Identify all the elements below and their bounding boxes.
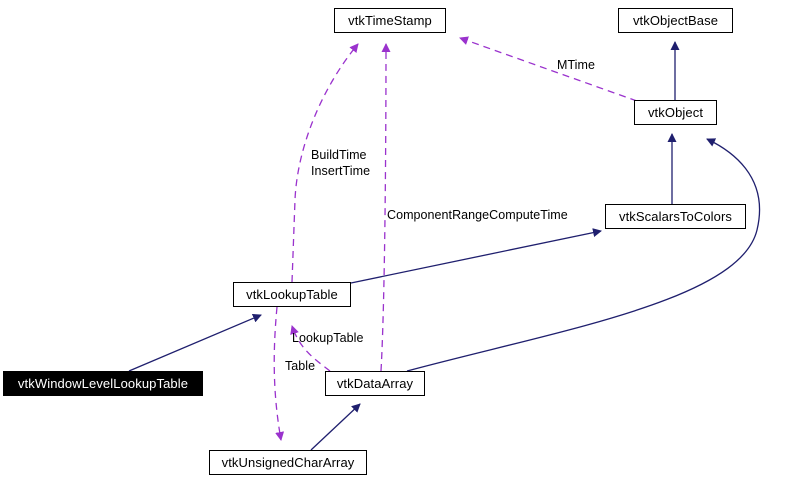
edge-usage-buildtime-inserttime: [291, 43, 359, 283]
edge-label-buildtime: BuildTime: [311, 148, 367, 162]
node-vtklookuptable[interactable]: vtkLookupTable: [233, 282, 351, 307]
node-vtkwindowlevellookuptable[interactable]: vtkWindowLevelLookupTable: [3, 371, 203, 396]
node-vtktimestamp[interactable]: vtkTimeStamp: [334, 8, 446, 33]
edge-dataarray-to-object: [406, 138, 761, 372]
edge-unsignedchararray-to-dataarray: [310, 403, 361, 451]
edge-label-mtime: MTime: [557, 58, 595, 72]
node-vtkscalarstocolors[interactable]: vtkScalarsToColors: [605, 204, 746, 229]
edge-lookuptable-to-scalarstocolors: [350, 228, 602, 284]
edge-label-inserttime: InsertTime: [311, 164, 371, 178]
node-vtkunsignedchararray[interactable]: vtkUnsignedCharArray: [209, 450, 367, 475]
node-vtkobjectbase[interactable]: vtkObjectBase: [618, 8, 733, 33]
edge-usage-mtime: [459, 36, 638, 102]
node-vtkdataarray[interactable]: vtkDataArray: [325, 371, 425, 396]
node-vtkobject[interactable]: vtkObject: [634, 100, 717, 125]
edge-windowlevel-to-lookuptable: [128, 313, 262, 372]
edge-label-componentrangecomputetime: ComponentRangeComputeTime: [387, 208, 568, 222]
edge-usage-lookuptable: [290, 325, 331, 372]
edge-usage-table: [273, 306, 285, 441]
edge-label-table: Table: [285, 359, 316, 373]
edge-usage-componentrangecomputetime: [380, 43, 391, 372]
edge-label-lookuptable: LookupTable: [292, 331, 364, 345]
